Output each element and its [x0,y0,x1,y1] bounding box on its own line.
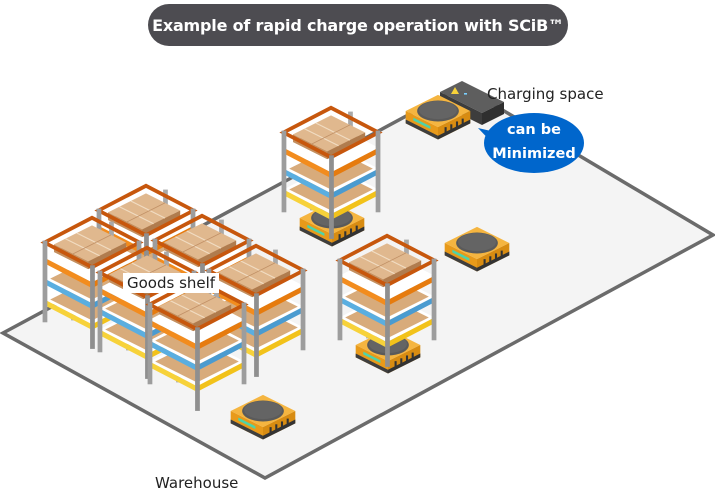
warehouse-label: Warehouse [155,474,239,492]
warning-triangle-icon [451,87,459,94]
callout-text: can be Minimized [484,118,584,166]
diagram-title: Example of rapid charge operation with S… [148,4,568,46]
goods-shelf-label: Goods shelf [123,273,220,293]
callout-line-2: Minimized [492,146,576,162]
charging-space-label: Charging space [487,85,604,103]
callout-bubble [478,113,584,173]
callout-line-1: can be [507,122,561,138]
